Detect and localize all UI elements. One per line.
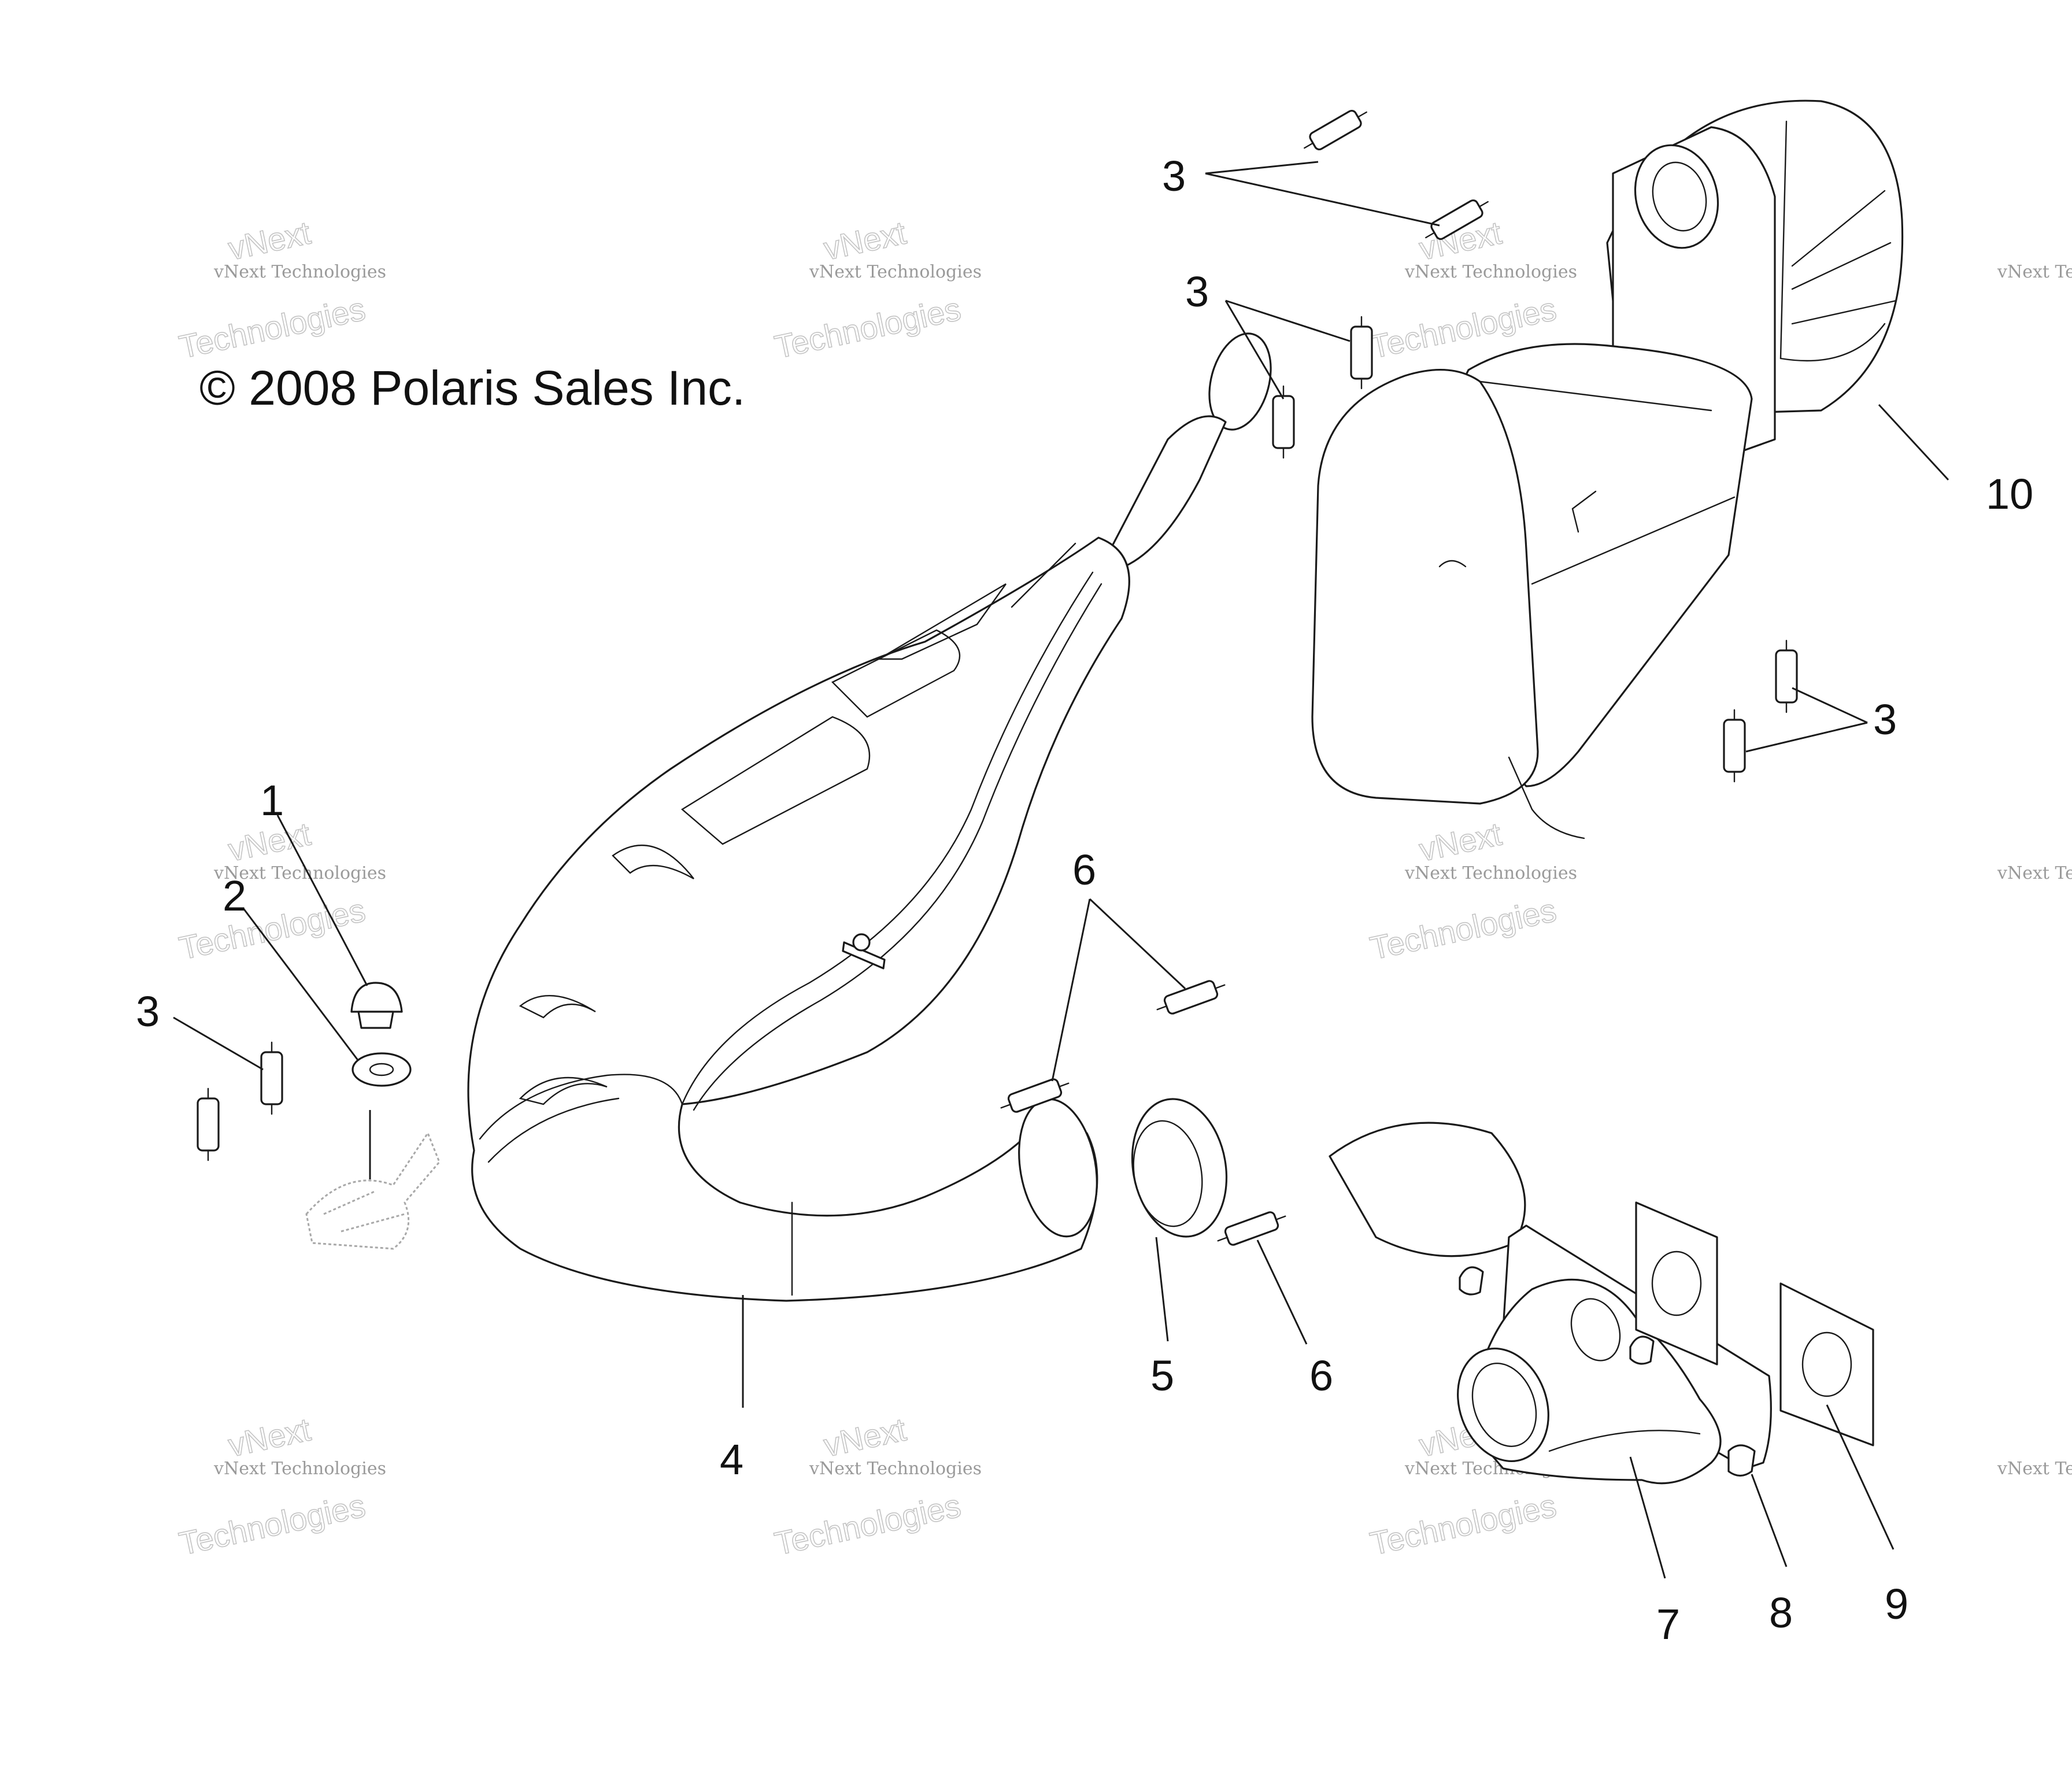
exhaust-manifold bbox=[1457, 1224, 1772, 1485]
spring bbox=[1217, 1211, 1286, 1246]
springs bbox=[197, 109, 1798, 1246]
callout-3: 3 bbox=[1162, 152, 1186, 200]
gasket bbox=[1635, 1201, 1718, 1366]
callout-1: 1 bbox=[260, 776, 284, 824]
bracket-reference bbox=[305, 1131, 441, 1250]
watermark-technologies: Technologies bbox=[771, 290, 964, 365]
callout-4: 4 bbox=[720, 1435, 743, 1483]
watermark: vNext Technologies bbox=[1997, 863, 2072, 883]
watermark-technologies: Technologies bbox=[176, 891, 368, 967]
watermark: vNext vNext Technologies Technologies bbox=[771, 1410, 982, 1562]
callout-2: 2 bbox=[223, 872, 246, 920]
expansion-chamber bbox=[467, 332, 1272, 1302]
callout-6: 6 bbox=[1072, 846, 1096, 894]
watermark-text: vNext Technologies bbox=[213, 863, 386, 883]
watermark-technologies: Technologies bbox=[176, 290, 368, 365]
leader-line bbox=[1224, 300, 1285, 399]
spring bbox=[1000, 1078, 1070, 1113]
watermark: vNext vNext Technologies Technologies bbox=[1367, 815, 1577, 967]
spring bbox=[1272, 385, 1295, 459]
watermark: vNext vNext Technologies Technologies bbox=[1367, 213, 1577, 365]
leader-line bbox=[1205, 161, 1319, 175]
watermark-text: vNext Technologies bbox=[213, 1459, 386, 1479]
leader-line bbox=[1256, 1240, 1308, 1345]
leader-line bbox=[1826, 1404, 1895, 1550]
leader-line bbox=[1745, 722, 1868, 753]
watermark-technologies: Technologies bbox=[1367, 891, 1559, 967]
watermark-vnext: vNext bbox=[820, 214, 909, 267]
screw bbox=[1727, 1444, 1756, 1477]
callout-labels: 3 3 10 3 1 2 3 6 5 6 4 7 8 9 bbox=[136, 152, 2033, 1648]
copyright-notice: © 2008 Polaris Sales Inc. bbox=[199, 361, 745, 415]
gasket bbox=[1779, 1282, 1874, 1446]
callout-8: 8 bbox=[1769, 1589, 1793, 1637]
leader-line bbox=[1629, 1456, 1666, 1579]
watermark: vNext Technologies bbox=[1997, 262, 2072, 282]
callout-3: 3 bbox=[136, 987, 160, 1035]
leader-line bbox=[242, 907, 360, 1061]
watermark-vnext: vNext bbox=[820, 1411, 909, 1463]
callout-3: 3 bbox=[1873, 695, 1897, 743]
watermark-text: vNext Technologies bbox=[809, 1459, 982, 1479]
watermark-vnext: vNext bbox=[1416, 815, 1505, 868]
watermark: vNext vNext Technologies Technologies bbox=[176, 815, 386, 967]
watermark-technologies: Technologies bbox=[176, 1487, 368, 1562]
watermark-technologies: Technologies bbox=[1367, 1487, 1559, 1562]
callout-9: 9 bbox=[1885, 1580, 1908, 1628]
leader-line bbox=[1205, 172, 1440, 227]
leader-line bbox=[1051, 898, 1091, 1082]
spring bbox=[1425, 199, 1489, 240]
callout-3: 3 bbox=[1185, 268, 1209, 316]
watermark: vNext vNext Technologies Technologies bbox=[176, 1410, 386, 1562]
watermark-text: vNext Technologies bbox=[213, 262, 386, 282]
callout-10: 10 bbox=[1986, 470, 2033, 518]
watermark-text: vNext Technologies bbox=[1404, 262, 1577, 282]
watermark: vNext vNext Technologies Technologies bbox=[176, 213, 386, 365]
callout-6: 6 bbox=[1309, 1352, 1333, 1400]
watermark: vNext Technologies bbox=[1997, 1459, 2072, 1479]
watermark-technologies: Technologies bbox=[771, 1487, 964, 1562]
spring bbox=[1723, 709, 1746, 783]
spring bbox=[197, 1087, 220, 1161]
leader-line bbox=[1751, 1474, 1788, 1567]
callout-5: 5 bbox=[1150, 1352, 1174, 1400]
leader-line bbox=[1878, 404, 1949, 481]
spring bbox=[260, 1041, 283, 1115]
watermark-vnext: vNext bbox=[225, 214, 314, 267]
spring bbox=[1156, 980, 1226, 1015]
spring bbox=[1775, 639, 1798, 713]
plug bbox=[350, 982, 403, 1029]
leader-line bbox=[276, 815, 368, 986]
leader-line bbox=[1089, 898, 1186, 990]
spring bbox=[1350, 316, 1373, 390]
watermark-text: vNext Technologies bbox=[1404, 863, 1577, 883]
callout-7: 7 bbox=[1656, 1600, 1680, 1648]
leader-lines bbox=[173, 161, 1949, 1579]
watermark-text: vNext Technologies bbox=[1997, 863, 2072, 883]
leader-line bbox=[1155, 1237, 1169, 1342]
seal-ring bbox=[1131, 1098, 1228, 1238]
watermark-text: vNext Technologies bbox=[809, 262, 982, 282]
leader-line bbox=[1792, 687, 1868, 724]
watermark: vNext vNext Technologies Technologies bbox=[771, 213, 982, 365]
watermark-vnext: vNext bbox=[225, 1411, 314, 1463]
watermark-text: vNext Technologies bbox=[1997, 262, 2072, 282]
muffler bbox=[1311, 99, 1904, 1257]
watermark-text: vNext Technologies bbox=[1997, 1459, 2072, 1479]
spring bbox=[1304, 109, 1367, 151]
leader-line bbox=[1225, 299, 1350, 342]
washer bbox=[352, 1052, 412, 1087]
leader-line bbox=[173, 1016, 264, 1071]
